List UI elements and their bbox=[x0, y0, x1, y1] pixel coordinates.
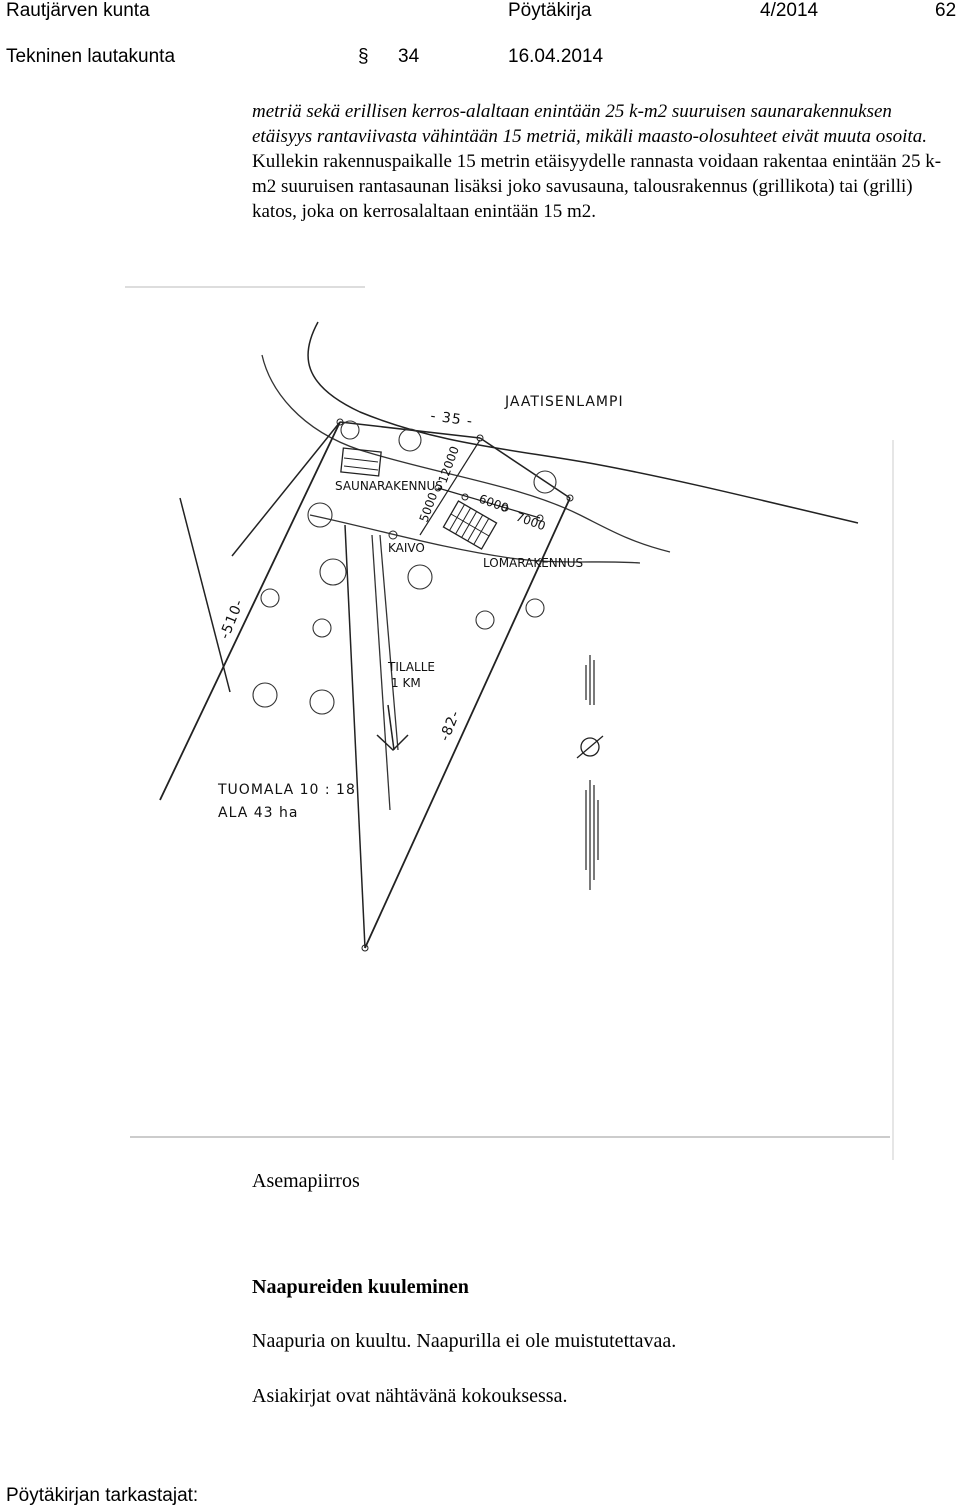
marker-circle bbox=[336, 418, 344, 426]
board-name: Tekninen lautakunta bbox=[6, 46, 176, 67]
marker-circle bbox=[566, 494, 574, 502]
boundary-inner-left bbox=[344, 524, 366, 949]
label-cottage: LOMARAKENNUS bbox=[483, 556, 583, 570]
dimension-line-2 bbox=[437, 487, 541, 519]
dimension-line bbox=[419, 439, 481, 536]
label-estate-area: ALA 43 ha bbox=[218, 805, 298, 821]
shoreline-lower bbox=[261, 354, 671, 553]
site-plan-drawing: JAATISENLAMPI - 35 - SAUNARAKENNUS 12000… bbox=[125, 286, 894, 1160]
meeting-date: 16.04.2014 bbox=[508, 46, 604, 67]
tree-icon bbox=[340, 420, 360, 440]
boundary-lake-right bbox=[479, 437, 571, 499]
tree-icon bbox=[252, 682, 278, 708]
road-left-line bbox=[371, 534, 391, 811]
marker-circle bbox=[461, 493, 469, 501]
section-symbol: § bbox=[358, 46, 369, 67]
label-well: KAIVO bbox=[388, 541, 425, 555]
label-dist-7000: 7000 bbox=[514, 510, 547, 534]
boundary-left-edge bbox=[179, 497, 231, 693]
well-marker bbox=[388, 530, 398, 540]
tree-icon bbox=[398, 428, 422, 452]
label-dist-5000: 5000 bbox=[417, 491, 441, 524]
footer-reviewers: Pöytäkirjan tarkastajat: bbox=[6, 1485, 199, 1506]
section-number: 34 bbox=[398, 46, 420, 67]
shoreline-upper bbox=[307, 321, 859, 524]
tree-icon bbox=[407, 564, 433, 590]
page-number: 62 bbox=[935, 0, 957, 21]
boundary-35 bbox=[339, 421, 481, 439]
paragraph-normal: Kullekin rakennuspaikalle 15 metrin etäi… bbox=[252, 151, 942, 222]
shoreline-path bbox=[309, 514, 641, 564]
paragraph-italic: metriä sekä erillisen kerros-alaltaan en… bbox=[252, 101, 927, 147]
label-to-farm-distance: 1 KM bbox=[391, 676, 421, 690]
tree-icon bbox=[525, 598, 545, 618]
tree-icon bbox=[319, 558, 347, 586]
tree-symbols bbox=[252, 420, 557, 715]
road-right-line bbox=[379, 534, 399, 751]
section-text-neighbors: Naapuria on kuultu. Naapurilla ei ole mu… bbox=[252, 1330, 677, 1352]
municipality-name: Rautjärven kunta bbox=[6, 0, 150, 21]
sauna-building-symbol bbox=[340, 447, 382, 477]
section-text-documents: Asiakirjat ovat nähtävänä kokouksessa. bbox=[252, 1385, 568, 1407]
document-type: Pöytäkirja bbox=[508, 0, 592, 21]
marker-circle bbox=[536, 514, 544, 522]
north-arrow-symbol bbox=[576, 655, 604, 890]
tree-icon bbox=[475, 610, 495, 630]
marker-circle bbox=[434, 484, 442, 492]
label-to-farm: TILALLE bbox=[387, 660, 435, 674]
cottage-building-symbol bbox=[442, 500, 498, 550]
label-boundary-35: - 35 - bbox=[429, 408, 474, 430]
label-dist-12000: 12000 bbox=[436, 444, 462, 485]
road-arrow-head bbox=[376, 734, 409, 752]
boundary-82 bbox=[364, 497, 571, 949]
tree-icon bbox=[312, 618, 332, 638]
issue-number: 4/2014 bbox=[760, 0, 819, 21]
label-boundary-510: -510- bbox=[217, 597, 248, 642]
road-arrow-shaft bbox=[387, 704, 395, 751]
tree-icon bbox=[533, 470, 557, 494]
boundary-top-left bbox=[231, 421, 341, 557]
boundary-510 bbox=[159, 421, 341, 801]
marker-circle bbox=[476, 434, 484, 442]
figure-caption: Asemapiirros bbox=[252, 1170, 360, 1192]
label-sauna: SAUNARAKENNUS bbox=[335, 479, 443, 493]
label-dist-6000: 6000 bbox=[477, 492, 510, 516]
body-paragraph: metriä sekä erillisen kerros-alaltaan en… bbox=[252, 99, 952, 224]
tree-icon bbox=[260, 588, 280, 608]
label-lake: JAATISENLAMPI bbox=[504, 394, 624, 410]
tree-icon bbox=[307, 502, 333, 528]
marker-circle bbox=[361, 944, 369, 952]
marker-circle bbox=[501, 504, 509, 512]
section-heading: Naapureiden kuuleminen bbox=[252, 1276, 469, 1298]
label-estate-name: TUOMALA 10 : 18 bbox=[217, 782, 356, 798]
tree-icon bbox=[309, 689, 335, 715]
